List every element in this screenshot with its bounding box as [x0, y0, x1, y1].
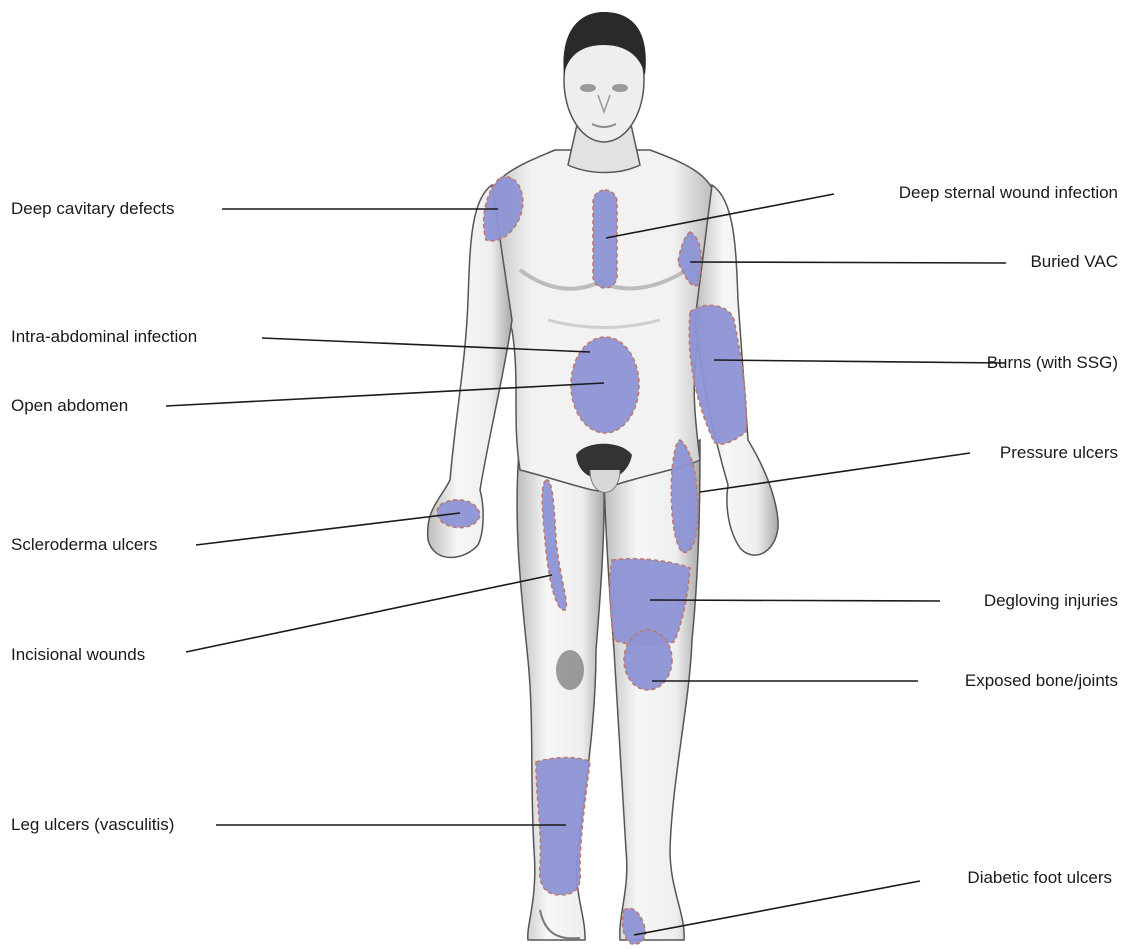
- label-buried-vac: Buried VAC: [1030, 252, 1118, 272]
- label-exposed-bone-joints: Exposed bone/joints: [965, 671, 1118, 691]
- leader-scleroderma-ulcers: [196, 513, 460, 545]
- human-figure: [428, 12, 779, 940]
- leader-buried-vac: [690, 262, 1006, 263]
- region-leg-ulcers: [536, 758, 590, 896]
- label-intra-abdominal-infection: Intra-abdominal infection: [11, 327, 197, 347]
- label-open-abdomen: Open abdomen: [11, 396, 128, 416]
- leader-degloving-injuries: [650, 600, 940, 601]
- label-deep-sternal-wound-infection: Deep sternal wound infection: [899, 183, 1118, 203]
- region-deep-sternal-wound: [593, 190, 617, 288]
- label-burns: Burns (with SSG): [987, 353, 1118, 373]
- leader-incisional-wounds: [186, 575, 552, 652]
- leader-burns: [714, 360, 1006, 363]
- label-degloving-injuries: Degloving injuries: [984, 591, 1118, 611]
- label-deep-cavitary-defects: Deep cavitary defects: [11, 199, 174, 219]
- label-pressure-ulcers: Pressure ulcers: [1000, 443, 1118, 463]
- label-leg-ulcers: Leg ulcers (vasculitis): [11, 815, 174, 835]
- label-scleroderma-ulcers: Scleroderma ulcers: [11, 535, 157, 555]
- label-incisional-wounds: Incisional wounds: [11, 645, 145, 665]
- label-diabetic-foot-ulcers: Diabetic foot ulcers: [967, 868, 1112, 888]
